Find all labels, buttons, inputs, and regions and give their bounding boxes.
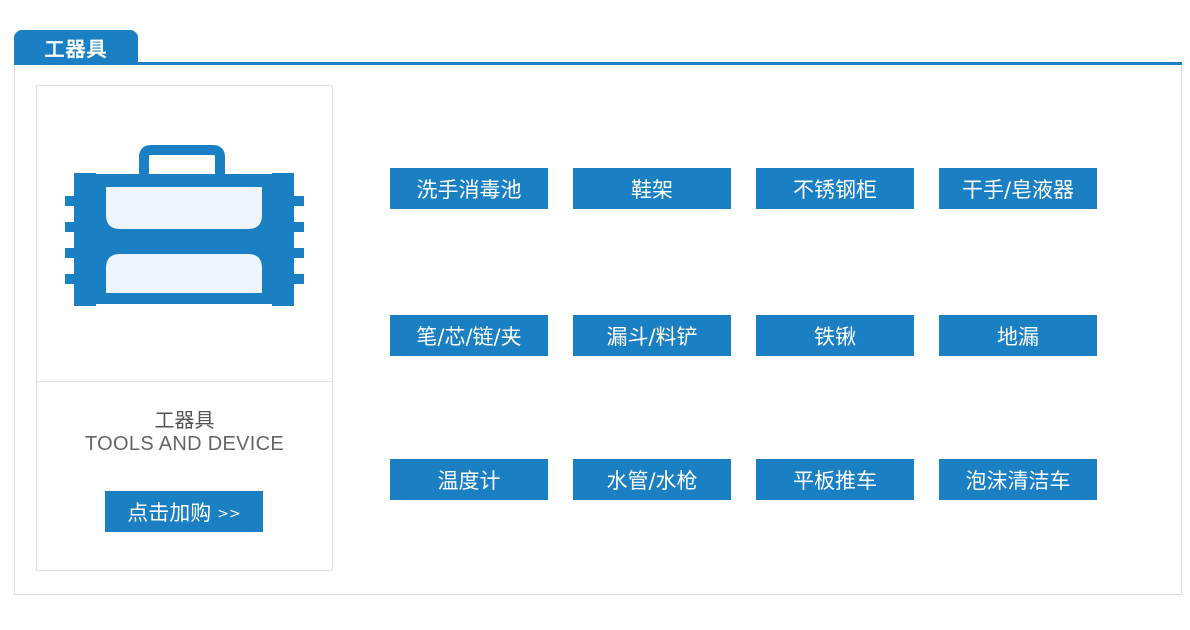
section-tab[interactable]: 工器具 bbox=[14, 30, 138, 64]
item-button-label: 水管/水枪 bbox=[606, 468, 698, 493]
item-button-label: 温度计 bbox=[437, 468, 501, 493]
item-button[interactable]: 漏斗/料铲 bbox=[573, 315, 731, 356]
item-button-label: 笔/芯/链/夹 bbox=[416, 324, 522, 349]
item-button[interactable]: 铁锹 bbox=[756, 315, 914, 356]
item-button[interactable]: 干手/皂液器 bbox=[939, 168, 1097, 209]
item-button[interactable]: 鞋架 bbox=[573, 168, 731, 209]
item-button-label: 洗手消毒池 bbox=[416, 177, 522, 202]
item-button[interactable]: 笔/芯/链/夹 bbox=[390, 315, 548, 356]
item-button-label: 铁锹 bbox=[814, 324, 856, 349]
section-divider bbox=[14, 62, 1182, 65]
category-card: 工器具 TOOLS AND DEVICE 点击加购 >> bbox=[36, 85, 333, 571]
double-chevron-right-icon: >> bbox=[217, 505, 241, 522]
item-button[interactable]: 地漏 bbox=[939, 315, 1097, 356]
item-button-label: 漏斗/料铲 bbox=[606, 324, 698, 349]
buy-button-label: 点击加购 bbox=[127, 500, 212, 525]
item-button[interactable]: 温度计 bbox=[390, 459, 548, 500]
buy-button[interactable]: 点击加购 >> bbox=[105, 491, 263, 532]
item-button[interactable]: 平板推车 bbox=[756, 459, 914, 500]
item-button-label: 泡沫清洁车 bbox=[965, 468, 1071, 493]
section-tab-label: 工器具 bbox=[44, 36, 108, 61]
item-button[interactable]: 泡沫清洁车 bbox=[939, 459, 1097, 500]
item-button[interactable]: 水管/水枪 bbox=[573, 459, 731, 500]
card-divider bbox=[37, 381, 332, 382]
card-subtitle: TOOLS AND DEVICE bbox=[85, 433, 284, 455]
item-button[interactable]: 洗手消毒池 bbox=[390, 168, 548, 209]
item-button-label: 干手/皂液器 bbox=[961, 177, 1075, 202]
item-button-label: 平板推车 bbox=[793, 468, 877, 493]
item-button-label: 鞋架 bbox=[631, 177, 673, 202]
item-button-label: 不锈钢柜 bbox=[793, 177, 877, 202]
item-button[interactable]: 不锈钢柜 bbox=[756, 168, 914, 209]
toolbox-icon bbox=[65, 145, 304, 306]
card-title: 工器具 bbox=[154, 408, 215, 432]
card-image[interactable] bbox=[37, 86, 332, 381]
item-button-label: 地漏 bbox=[997, 324, 1039, 349]
